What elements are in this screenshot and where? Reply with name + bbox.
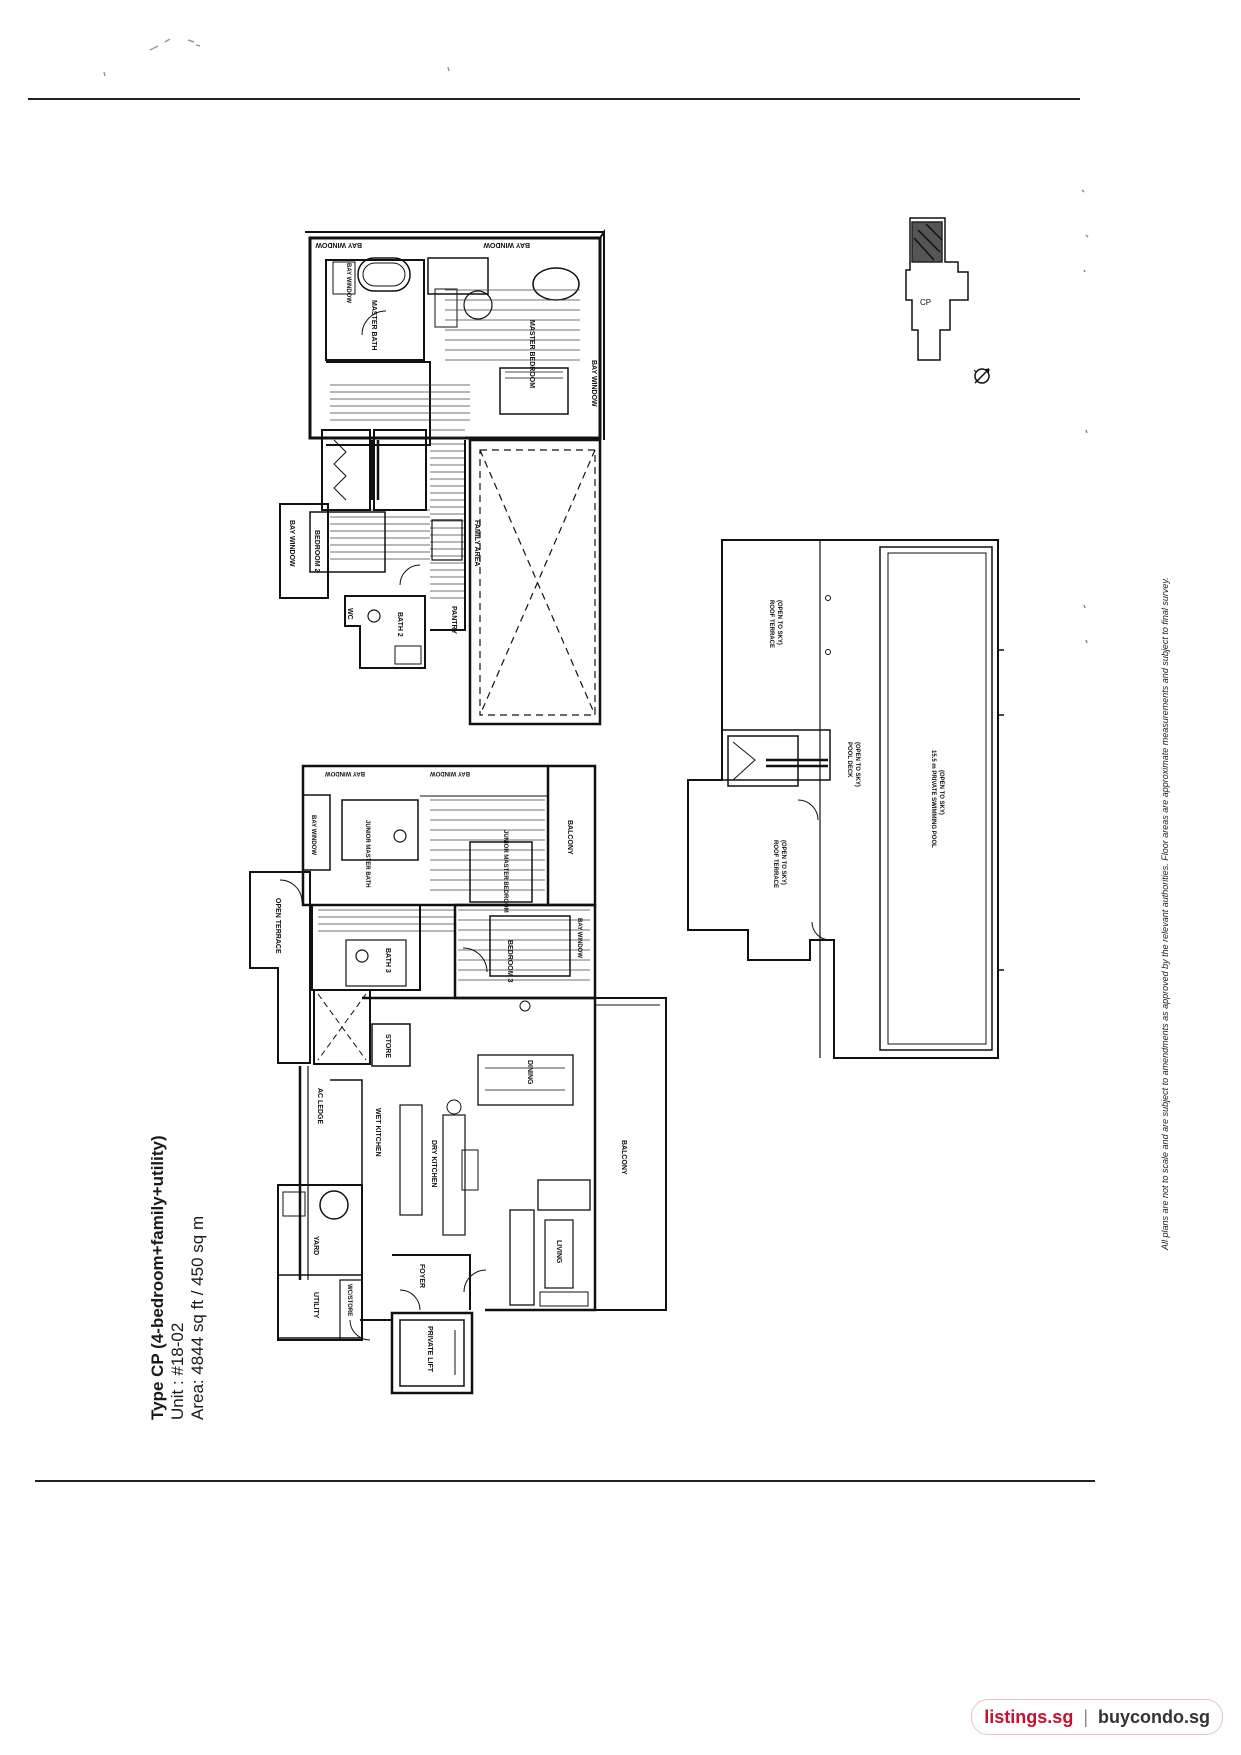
balcony-large-label: BALCONY <box>620 1140 627 1175</box>
upper-bay-window-label-a: BAY WINDOW <box>315 241 362 248</box>
ac-ledge-label: AC LEDGE <box>316 1088 323 1125</box>
bottom-rule <box>35 1480 1095 1482</box>
master-bath-label: MASTER BATH <box>370 300 377 350</box>
pool-sub-label: (OPEN TO SKY) <box>938 770 944 815</box>
bath3-label: BATH 3 <box>384 948 391 973</box>
pool-deck-sub-label: (OPEN TO SKY) <box>854 742 860 787</box>
upper-bay-window-label-d: BAY WINDOW <box>590 360 597 407</box>
upper-floor-plan <box>279 228 605 726</box>
watermark-link-buycondo[interactable]: buycondo.sg <box>1098 1706 1210 1727</box>
wet-kitchen-label: WET KITCHEN <box>374 1108 381 1157</box>
key-plan-mark: CP <box>920 298 931 307</box>
bath2-label: BATH 2 <box>396 612 403 637</box>
roof-terrace-b-sub-label: (OPEN TO SKY) <box>780 840 786 885</box>
balcony-small-label: BALCONY <box>566 820 573 855</box>
dry-kitchen-label: DRY KITCHEN <box>430 1140 437 1187</box>
master-bedroom-label: MASTER BEDROOM <box>528 320 535 388</box>
watermark-link-listings[interactable]: listings.sg <box>984 1706 1074 1727</box>
north-arrow-icon <box>973 368 990 384</box>
roof-plan-labels: ROOF TERRACE (OPEN TO SKY) ROOF TERRACE … <box>768 600 944 888</box>
wc-label: WC <box>346 608 353 620</box>
living-label: LIVING <box>555 1240 562 1264</box>
roof-terrace-b-label: ROOF TERRACE <box>772 840 778 888</box>
utility-label: UTILITY <box>312 1292 319 1319</box>
key-plan: CP <box>905 217 969 361</box>
roof-terrace-a-sub-label: (OPEN TO SKY) <box>776 600 782 645</box>
pool-deck-label: POOL DECK <box>846 742 852 778</box>
watermark-separator: | <box>1083 1706 1088 1727</box>
plan-disclaimer: All plans are not to scale and are subje… <box>1160 577 1170 1250</box>
private-lift-label: PRIVATE LIFT <box>426 1326 433 1373</box>
family-area-label: FAMILY AREA <box>473 520 480 566</box>
unit-info: Type CP (4-bedroom+family+utility) Unit … <box>148 1100 208 1420</box>
junior-master-bath-label: JUNIOR MASTER BATH <box>364 820 370 888</box>
upper-bay-window-label-c: BAY WINDOW <box>345 263 351 303</box>
lower-bay-window-label-c: BAY WINDOW <box>310 815 316 855</box>
roof-plan <box>687 539 1004 1059</box>
roof-terrace-a-label: ROOF TERRACE <box>768 600 774 648</box>
bedroom3-label: BEDROOM 3 <box>506 940 513 983</box>
upper-bay-window-label-b: BAY WINDOW <box>483 241 530 248</box>
scan-edge-marks <box>1081 189 1089 644</box>
bedroom2-label: BEDROOM 2 <box>313 530 320 573</box>
junior-master-bedroom-label: JUNIOR MASTER BEDROOM <box>502 830 508 913</box>
open-terrace-label: OPEN TERRACE <box>274 898 281 954</box>
upper-bay-window-bedroom2: BAY WINDOW <box>288 520 295 567</box>
unit-number-line: Unit : #18-02 <box>168 1322 187 1420</box>
pantry-label: PANTRY <box>450 606 457 634</box>
pool-label: 15.5 m PRIVATE SWIMMING POOL <box>930 750 936 848</box>
foyer-label: FOYER <box>418 1264 425 1288</box>
wc-store-label: WC/STORE <box>346 1284 352 1316</box>
lower-floor-plan <box>249 764 667 1395</box>
site-watermark: listings.sg | buycondo.sg <box>971 1699 1223 1735</box>
lower-bay-window-label-d: BAY WINDOW <box>576 918 582 958</box>
lower-bay-window-label-a: BAY WINDOW <box>325 770 365 776</box>
upper-floor-labels: BAY WINDOW BAY WINDOW BAY WINDOW BAY WIN… <box>288 241 597 637</box>
top-rule <box>28 98 1080 100</box>
store-label: STORE <box>384 1034 391 1058</box>
yard-label: YARD <box>312 1236 319 1255</box>
lower-bay-window-label-b: BAY WINDOW <box>430 770 470 776</box>
lower-floor-labels: BAY WINDOW BAY WINDOW BAY WINDOW BAY WIN… <box>274 770 627 1373</box>
unit-type-line: Type CP (4-bedroom+family+utility) <box>148 1135 167 1420</box>
unit-area-line: Area: 4844 sq ft / 450 sq m <box>188 1215 207 1420</box>
scan-specks <box>103 38 450 77</box>
dining-label: DINING <box>526 1060 533 1085</box>
